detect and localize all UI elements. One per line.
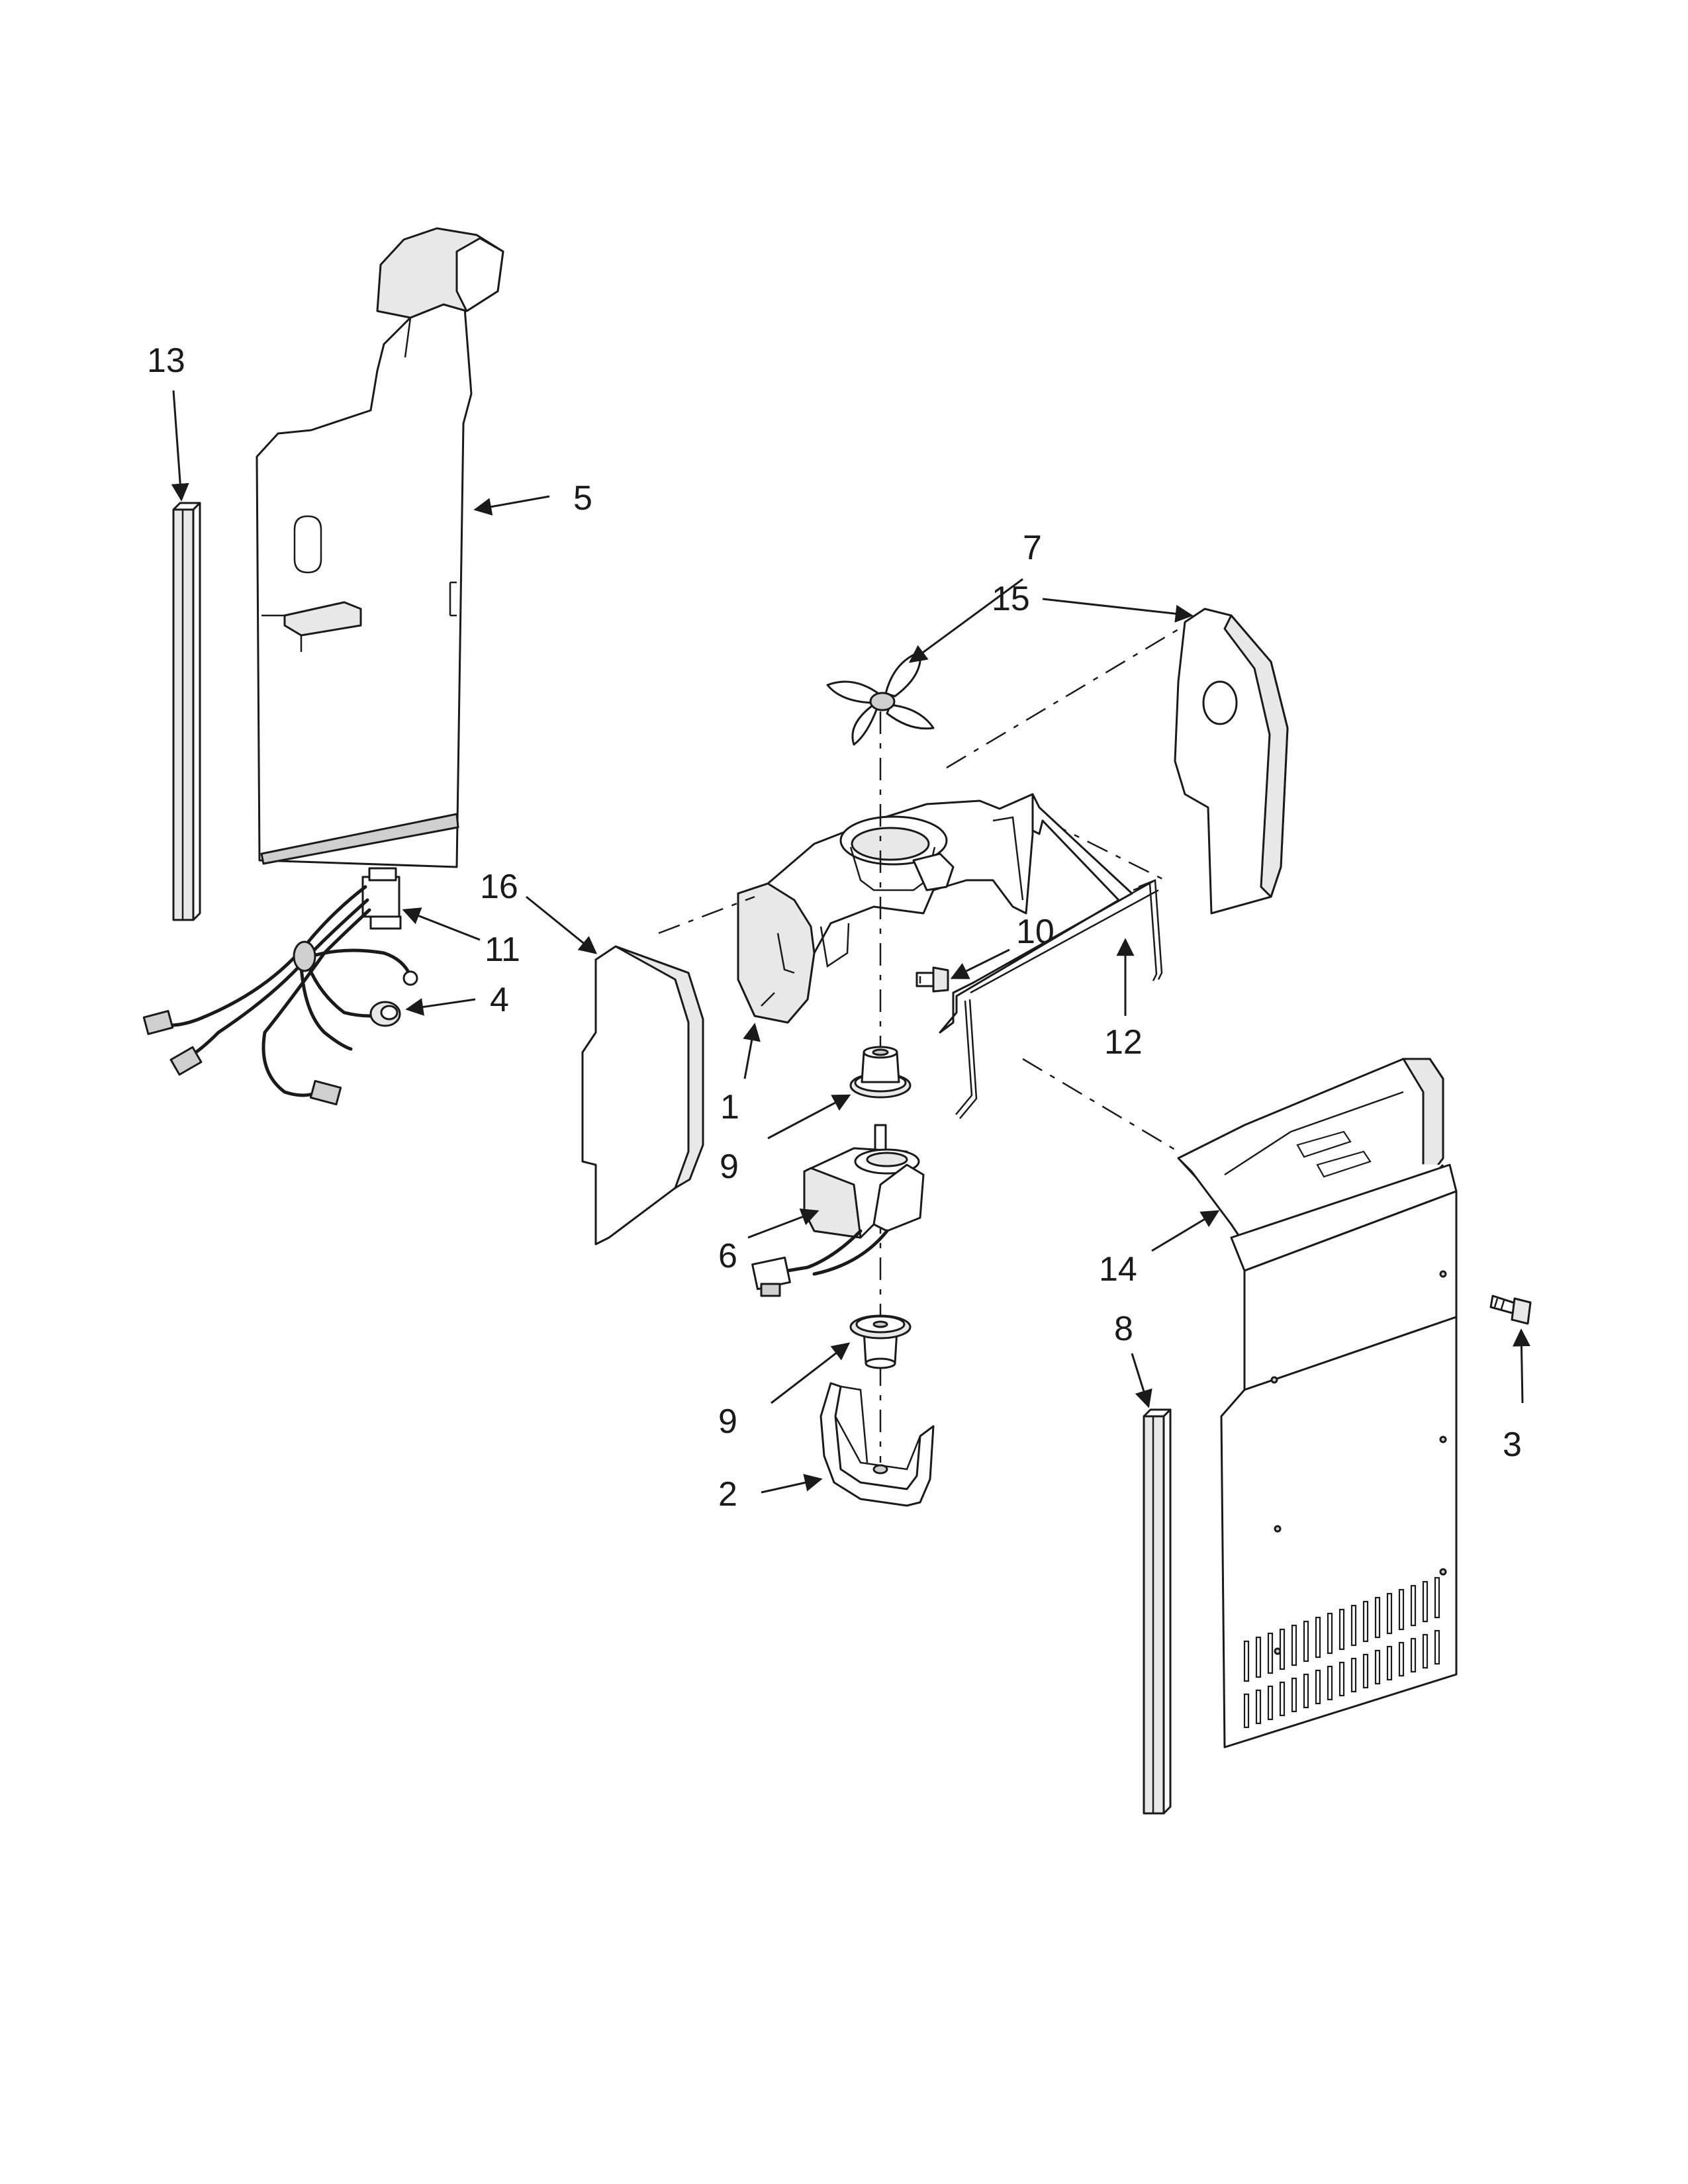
- callout-15: 15: [992, 580, 1030, 618]
- callout-6: 6: [718, 1237, 737, 1275]
- callout-4: 4: [490, 981, 509, 1019]
- part-6-fan-motor: [751, 1124, 925, 1297]
- callout-9-lower: 9: [718, 1402, 737, 1441]
- part-15-side-panel: [1174, 608, 1289, 915]
- callout-3: 3: [1503, 1426, 1522, 1464]
- part-7-fan-blade: [826, 651, 935, 746]
- part-13-gasket-strip: [172, 502, 201, 921]
- leader-lines: [171, 390, 1530, 1494]
- callout-9-upper: 9: [720, 1148, 739, 1186]
- callout-16: 16: [480, 868, 518, 906]
- vent-slots: [1243, 1576, 1440, 1729]
- part-5-air-duct-cover: [256, 227, 504, 868]
- callout-12: 12: [1104, 1023, 1143, 1062]
- part-4-thermistor: [369, 970, 418, 1027]
- callout-10: 10: [1016, 913, 1055, 951]
- part-10-screw: [915, 966, 949, 993]
- callout-2: 2: [718, 1475, 737, 1514]
- part-2-motor-bracket: [820, 1382, 935, 1507]
- part-12-bracket: [939, 793, 1163, 1119]
- callout-11: 11: [485, 931, 520, 969]
- callout-labels: 13 5 7 15 16 11 4 10 12 1 9 6 14 8 3 9 2: [147, 341, 1522, 1514]
- part-1-fan-housing: [737, 793, 1034, 1024]
- part-9-grommet-upper: [849, 1046, 912, 1099]
- callout-8: 8: [1114, 1310, 1133, 1348]
- assembly-axis-lines: [658, 624, 1186, 1463]
- part-16-side-panel: [581, 945, 704, 1246]
- callout-1: 1: [720, 1088, 739, 1126]
- callout-5: 5: [573, 479, 592, 518]
- callout-7: 7: [1023, 529, 1042, 567]
- callout-13: 13: [147, 341, 185, 380]
- callout-14: 14: [1099, 1250, 1137, 1289]
- part-11-wire-harness: [142, 867, 412, 1106]
- part-9-grommet-lower: [849, 1314, 912, 1369]
- part-8-gasket-strip: [1143, 1408, 1172, 1815]
- part-14-rear-panel: [1177, 1058, 1458, 1749]
- part-3-screw: [1489, 1295, 1532, 1325]
